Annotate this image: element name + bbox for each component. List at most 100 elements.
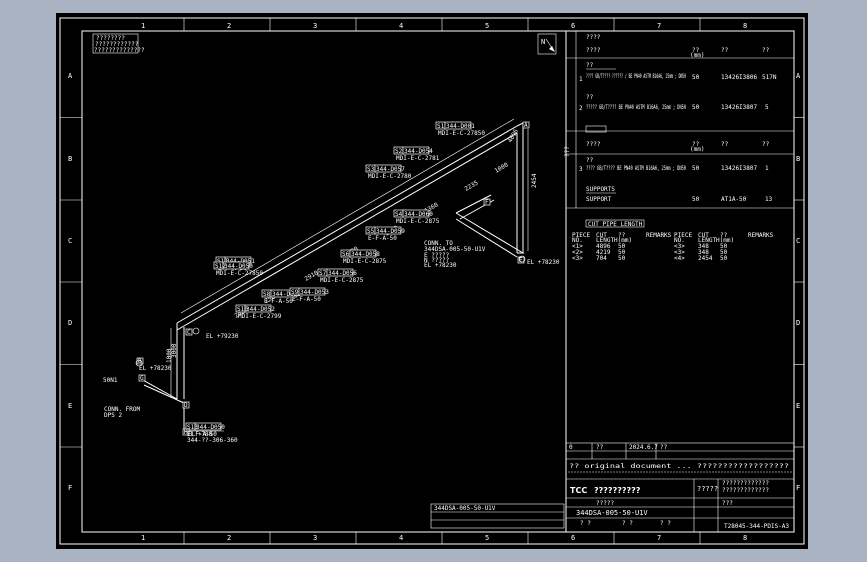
- end-marker-letter: G: [140, 375, 144, 382]
- tb-label-3: ? ?: [660, 520, 671, 527]
- tag-line: MDI-E-C-27850: [216, 270, 263, 277]
- cut-sub-len2: LENGTH(mm): [698, 237, 734, 244]
- tag-ref: 344-D058: [351, 251, 380, 258]
- cut-cell: 348: [698, 249, 709, 256]
- tag-line: ELF-A-50: [188, 431, 217, 438]
- col-label-top: 6: [571, 22, 575, 30]
- tb-notes: ?? original document ... ???????????????…: [569, 463, 790, 470]
- tag-code: S7: [319, 270, 327, 277]
- bottom-tag: EL +788: [187, 431, 213, 438]
- row-label-left: C: [68, 237, 72, 245]
- outer-frame: [59, 17, 805, 545]
- pipe-right-stub-a: [455, 194, 492, 214]
- cut-h-cut2: CUT: [698, 232, 709, 239]
- tag-line: MDI-E-C-27850: [438, 130, 485, 137]
- cut-cell: <1>: [572, 243, 583, 250]
- cut-cell: 50: [618, 255, 626, 262]
- tb-label-2: ? ?: [622, 520, 633, 527]
- cut-cell: <3>: [674, 249, 685, 256]
- elevation-notes: EL +78230 EL +79230 EL +78230 CONN. TO 3…: [103, 240, 560, 444]
- row-label-right: D: [796, 319, 800, 327]
- ml-item2-desc: ????? GB/T???? BE PN40 ASTM B16A6, 25mm …: [586, 104, 686, 111]
- cut-cell: 348: [698, 243, 709, 250]
- ml-col-qty: ??: [762, 47, 770, 54]
- ml-group2: ??: [586, 157, 594, 164]
- tag-line: MDI-E-C-2780: [368, 173, 412, 180]
- pipe-main-run-a: [176, 125, 518, 324]
- ml-col-desc: ????: [586, 47, 601, 54]
- row-label-left: E: [68, 402, 72, 410]
- tag-line: MDI-E-C-2875: [320, 277, 364, 284]
- tb-doc-no: T28045-344-PDIS-A3: [724, 523, 789, 530]
- ml-header-desc: ????: [586, 34, 601, 41]
- tag-ref: 344-D059: [376, 228, 405, 235]
- conn-n: N ?????: [424, 257, 450, 264]
- col-label-bottom: 6: [571, 534, 575, 542]
- bottom-ref: 344-??-306-360: [187, 437, 238, 444]
- end-marker: C: [185, 328, 193, 336]
- ml-item2-extra: 5: [765, 104, 769, 111]
- col-label-bottom: 8: [743, 534, 747, 542]
- ml-item3-extra: 1: [765, 165, 769, 172]
- tag-ref: 344-D057: [376, 166, 405, 173]
- tb-drawing-no: 344DSA-005-50-U1V: [576, 509, 648, 517]
- cut-h-remarks: REMARKS: [646, 232, 672, 239]
- cut-cell: 50: [720, 249, 728, 256]
- end-marker: A: [522, 121, 530, 129]
- conn-el: EL +78230: [424, 262, 457, 269]
- tag-code: S5: [367, 228, 375, 235]
- cut-cell: 50: [618, 243, 626, 250]
- tb-company-code: ?????????????: [722, 480, 769, 487]
- ml-item2-no: 2: [579, 105, 583, 112]
- ml-item1-code: 13426I3806: [721, 74, 758, 81]
- col-label-bottom: 2: [227, 534, 231, 542]
- cut-h-piece: PIECE: [572, 232, 590, 239]
- tag-ref: 344-D060: [404, 211, 433, 218]
- ml-h2-code: ??: [721, 141, 729, 148]
- tag-line: MDI-E-C-2799: [238, 313, 282, 320]
- col-label-top: 8: [743, 22, 747, 30]
- row-label-left: A: [68, 72, 73, 80]
- ml-group1b: ??: [586, 94, 594, 101]
- ml-h2-unit: (mm): [690, 146, 704, 153]
- col-label-top: 3: [313, 22, 317, 30]
- ml-h2-qty: ??: [762, 141, 770, 148]
- tag-ref: 344-D052: [246, 306, 275, 313]
- cut-h-size: ??: [618, 232, 626, 239]
- cut-cell: <2>: [572, 249, 583, 256]
- end-marker-letter: E: [519, 257, 523, 264]
- end-marker: E: [517, 256, 525, 264]
- pipe-low-leg-a: [140, 378, 178, 400]
- end-marker: G: [138, 374, 146, 382]
- title-block: 0 ?? 2024.6.7 ?? ?? original document ..…: [565, 442, 795, 533]
- row-label-left: F: [68, 484, 72, 492]
- drawing-line-id: 344DSA-005-50-U1V: [434, 505, 496, 512]
- ml-support-code: AT1A-50: [721, 196, 747, 203]
- dimension-label: 2235: [464, 179, 480, 192]
- tb-company: ??????????: [594, 486, 641, 495]
- cut-cell: 4219: [596, 249, 611, 256]
- pipe-right-branch-a: [455, 212, 525, 254]
- row-label-right: A: [796, 72, 801, 80]
- end-marker-letter: F: [485, 199, 489, 206]
- tag-line: E-F-A-50: [292, 296, 321, 303]
- el-mid: EL +79230: [206, 333, 239, 340]
- cut-title: CUT PIPE LENGTH: [588, 221, 643, 228]
- end-marker: B: [136, 357, 144, 365]
- ml-h2-desc: ????: [586, 141, 601, 148]
- row-label-left: B: [68, 155, 72, 163]
- col-label-top: 1: [141, 22, 145, 30]
- conn-to-value: 344DSA-005-50-U1V: [424, 246, 486, 253]
- tb-drawing-title: ?????: [596, 500, 614, 507]
- tag-line: E-F-A-50: [264, 298, 293, 305]
- end-marker-letter: D: [184, 402, 188, 409]
- tb-company-code-2: ?????????????: [722, 487, 769, 494]
- cut-cell: 50: [720, 243, 728, 250]
- end-marker: F: [483, 198, 491, 206]
